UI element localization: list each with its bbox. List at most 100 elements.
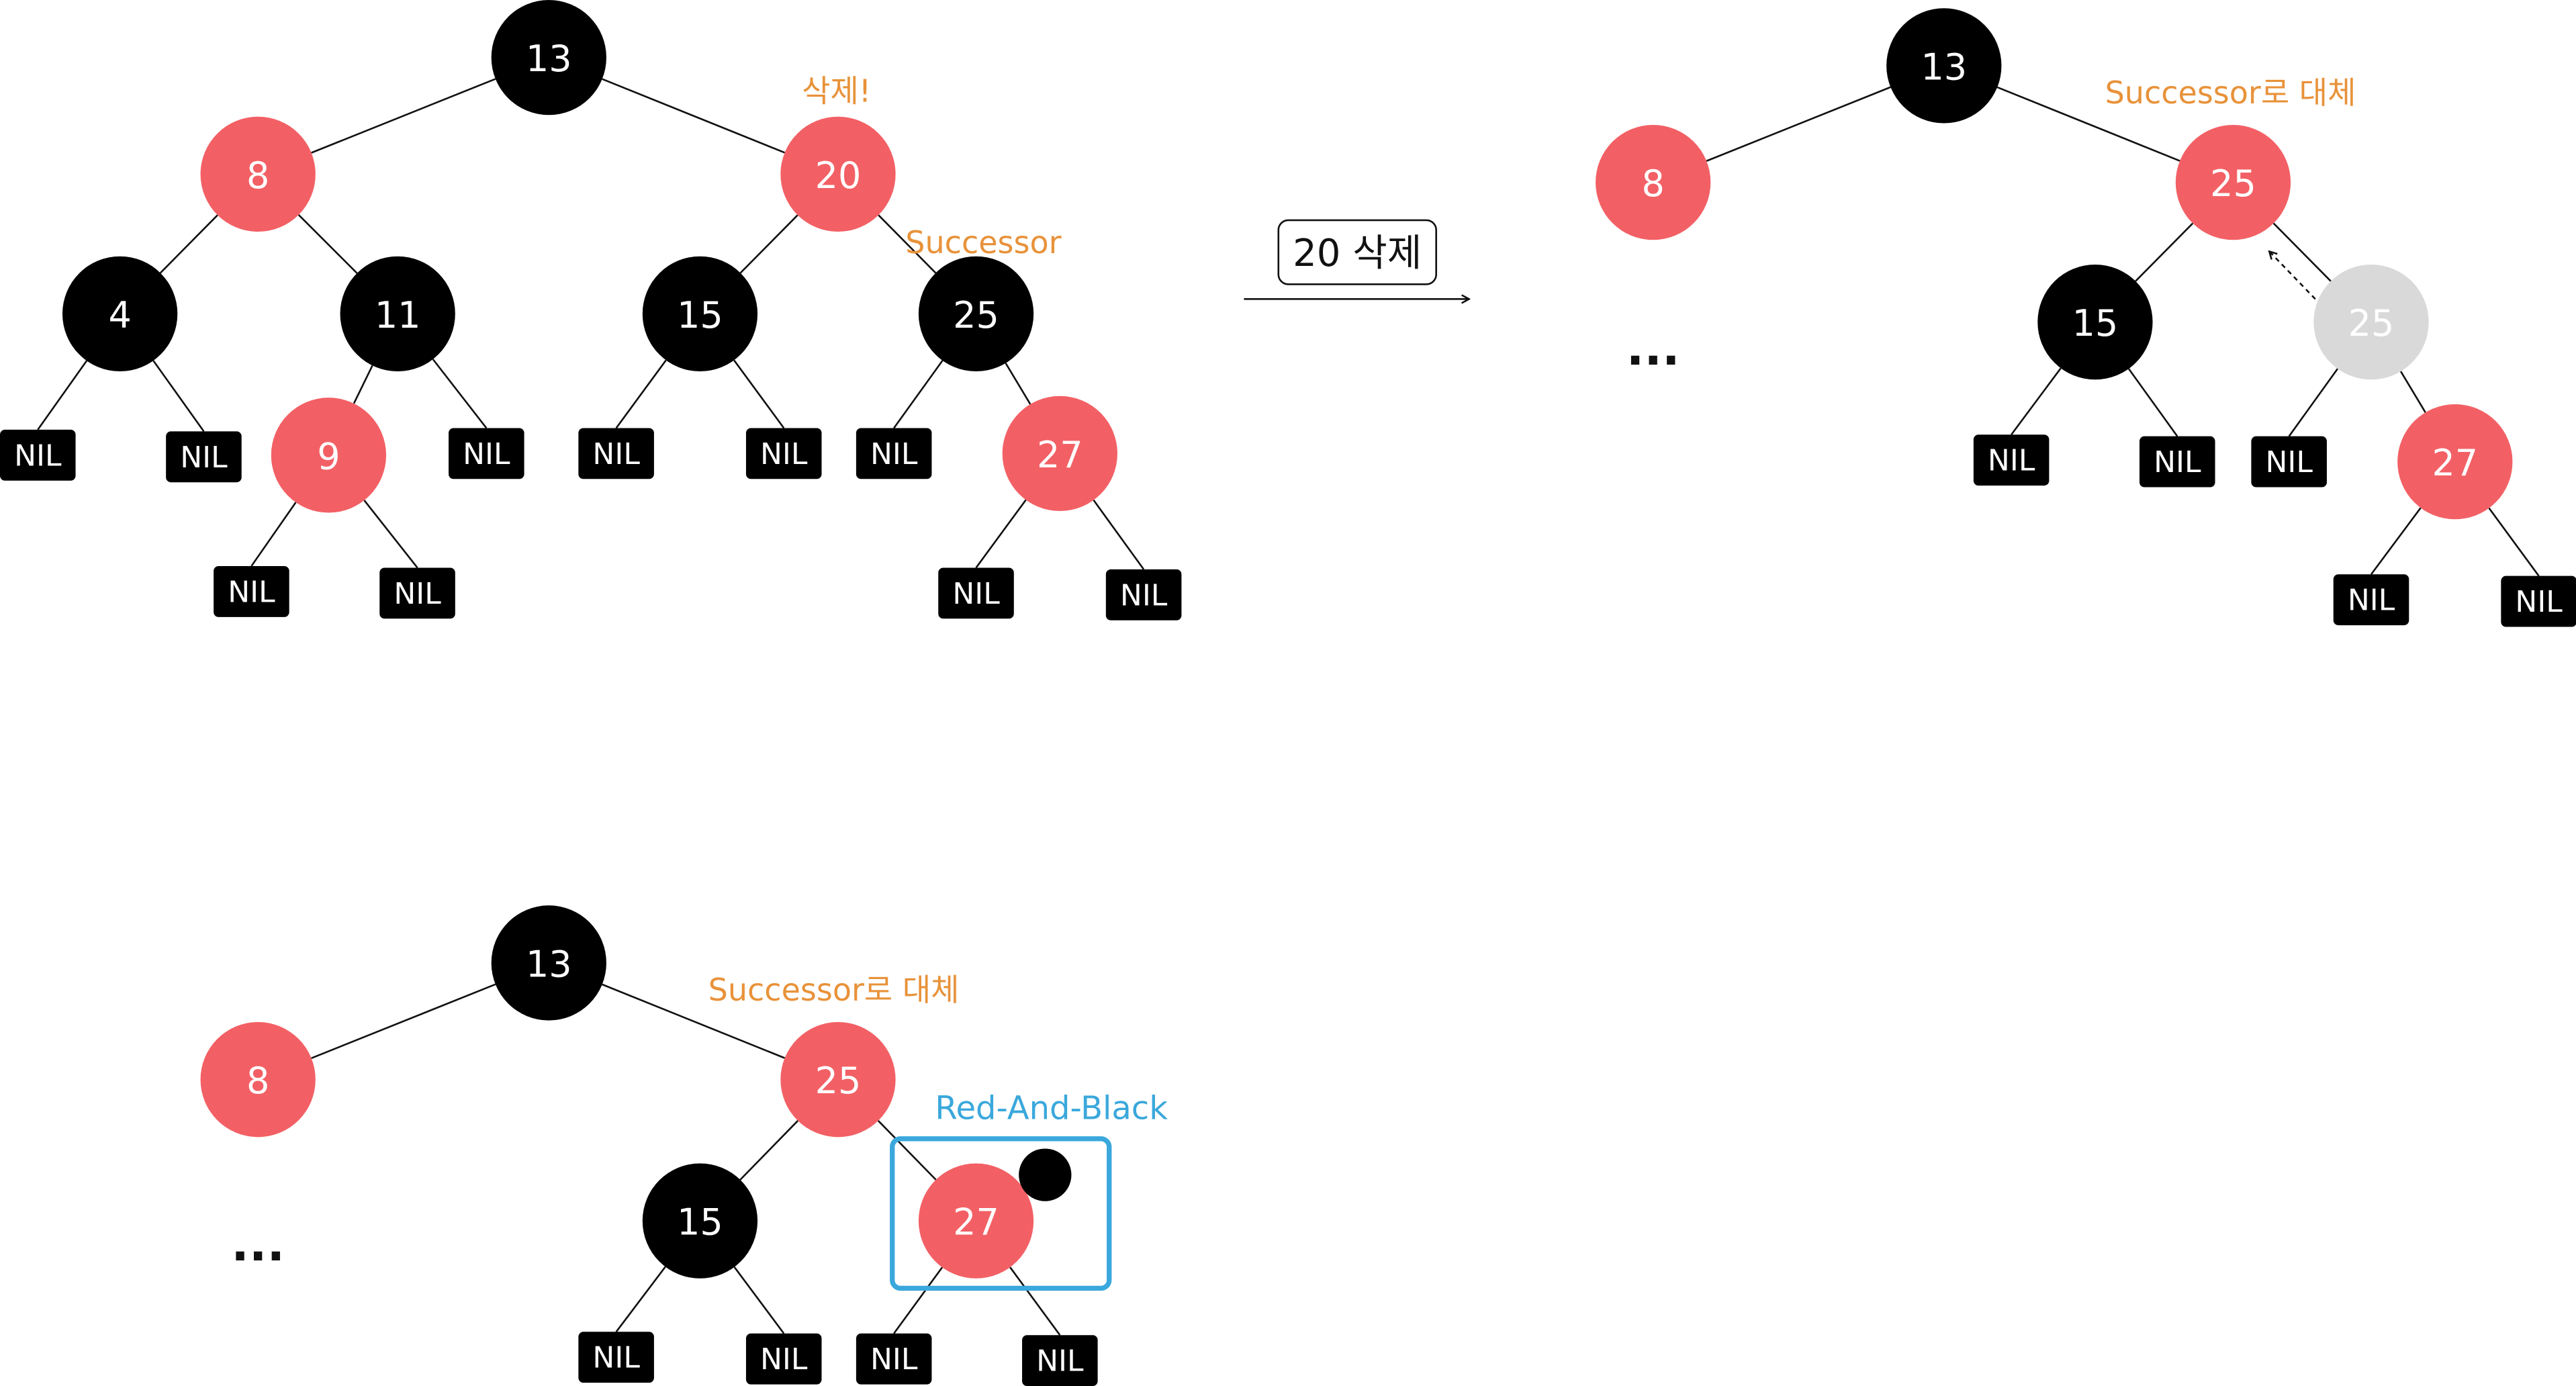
node-circle — [1886, 8, 2002, 124]
tree-node-red: 27 — [918, 1163, 1034, 1279]
nil-leaf: NIL — [214, 565, 289, 617]
node-circle — [271, 398, 387, 513]
extra-black-token — [1019, 1148, 1072, 1201]
nil-label: NIL — [870, 1342, 918, 1377]
nil-leaf: NIL — [578, 1332, 654, 1383]
tree-edge — [602, 78, 786, 154]
node-circle — [62, 256, 178, 372]
replace-note: Successor로 대체 — [2105, 75, 2356, 111]
nil-leaf: NIL — [745, 1333, 822, 1385]
node-value: 15 — [677, 294, 723, 336]
tree-edge — [1093, 500, 1145, 570]
node-circle — [2175, 124, 2291, 240]
nil-leaf: NIL — [578, 428, 654, 479]
ellipsis: ... — [231, 1217, 285, 1272]
node-circle — [918, 1163, 1034, 1279]
node-value: 27 — [2432, 442, 2478, 484]
delete-note: 삭제! — [802, 73, 871, 109]
tree-node-red: 25 — [2175, 124, 2291, 240]
tree-node-red: 9 — [271, 398, 387, 513]
operation-box — [1277, 219, 1437, 285]
red-and-black-highlight — [890, 1136, 1112, 1291]
tree-node-black: 15 — [642, 1163, 758, 1279]
tree-node-black: 13 — [491, 905, 606, 1021]
tree-node-black: 11 — [340, 256, 455, 372]
tree-node-black: 15 — [642, 256, 758, 372]
tree-edge — [2370, 507, 2422, 575]
tree-node-red: 25 — [780, 1022, 896, 1138]
tree-node-red: 8 — [200, 1022, 316, 1138]
nil-leaf: NIL — [449, 428, 524, 479]
node-value: 15 — [2072, 302, 2119, 344]
nil-box — [2139, 436, 2215, 488]
node-circle — [2397, 404, 2513, 520]
nil-label: NIL — [2515, 585, 2563, 619]
tree-edge — [733, 1266, 785, 1334]
nil-label: NIL — [1988, 444, 2035, 478]
tree-node-black: 13 — [491, 0, 606, 116]
nil-box — [449, 428, 524, 479]
node-circle — [200, 116, 316, 232]
node-value: 25 — [2348, 302, 2395, 344]
node-value: 4 — [108, 294, 131, 336]
node-value: 9 — [317, 435, 340, 477]
node-circle — [200, 1022, 316, 1138]
tree-edge — [739, 214, 798, 274]
tree-edge — [2399, 371, 2426, 413]
tree-edge — [877, 1120, 937, 1181]
rab-note: Red-And-Black — [935, 1089, 1168, 1127]
nil-label: NIL — [2154, 445, 2201, 479]
nil-box — [856, 428, 932, 479]
tree-edge — [2272, 222, 2332, 282]
nil-leaf: NIL — [2139, 436, 2215, 488]
tree-edge — [311, 78, 496, 154]
tree-edge — [1005, 363, 1031, 405]
nil-label: NIL — [592, 437, 640, 471]
tree-edge — [975, 499, 1027, 569]
node-value: 15 — [677, 1201, 723, 1244]
tree-node-red: 8 — [200, 116, 316, 232]
nil-label: NIL — [14, 438, 62, 473]
tree-edge — [602, 983, 786, 1059]
replace-note: Successor로 대체 — [708, 972, 960, 1008]
nil-leaf: NIL — [2333, 574, 2409, 626]
nil-leaf: NIL — [745, 428, 822, 479]
nil-box — [938, 567, 1014, 619]
node-value: 11 — [375, 294, 421, 336]
tree-edge — [878, 214, 937, 274]
nil-box — [2333, 574, 2409, 626]
node-value: 20 — [815, 154, 862, 197]
nil-box — [2251, 436, 2327, 488]
tree-node-red: 8 — [1596, 124, 1711, 240]
tree-edge — [297, 214, 358, 274]
nil-box — [856, 1333, 932, 1385]
nil-label: NIL — [1120, 578, 1168, 612]
tree-edge — [615, 359, 667, 429]
nil-leaf: NIL — [1105, 569, 1182, 620]
node-circle — [491, 0, 606, 116]
nil-box — [1022, 1335, 1098, 1386]
tree-node-red: 27 — [2397, 404, 2513, 520]
nil-leaf: NIL — [856, 1333, 932, 1385]
nil-box — [578, 428, 654, 479]
tree-edge — [1996, 86, 2180, 162]
tree-edge — [893, 360, 944, 429]
tree-edge — [615, 1266, 666, 1333]
nil-leaf: NIL — [2501, 575, 2576, 627]
tree-edge — [432, 359, 488, 429]
tree-edge — [250, 502, 297, 567]
tree-edge — [159, 214, 218, 274]
tree-edge — [1009, 1266, 1061, 1336]
node-value: 8 — [1642, 163, 1665, 205]
nil-box — [379, 567, 455, 619]
node-circle — [642, 256, 758, 372]
tree-edge — [2488, 507, 2540, 577]
nil-leaf: NIL — [1022, 1335, 1098, 1386]
tree-node-red: 27 — [1002, 396, 1117, 512]
node-value: 27 — [953, 1201, 999, 1244]
nil-label: NIL — [760, 1342, 808, 1377]
node-value: 27 — [1037, 434, 1083, 476]
nil-label: NIL — [760, 437, 808, 471]
node-circle — [780, 116, 896, 232]
